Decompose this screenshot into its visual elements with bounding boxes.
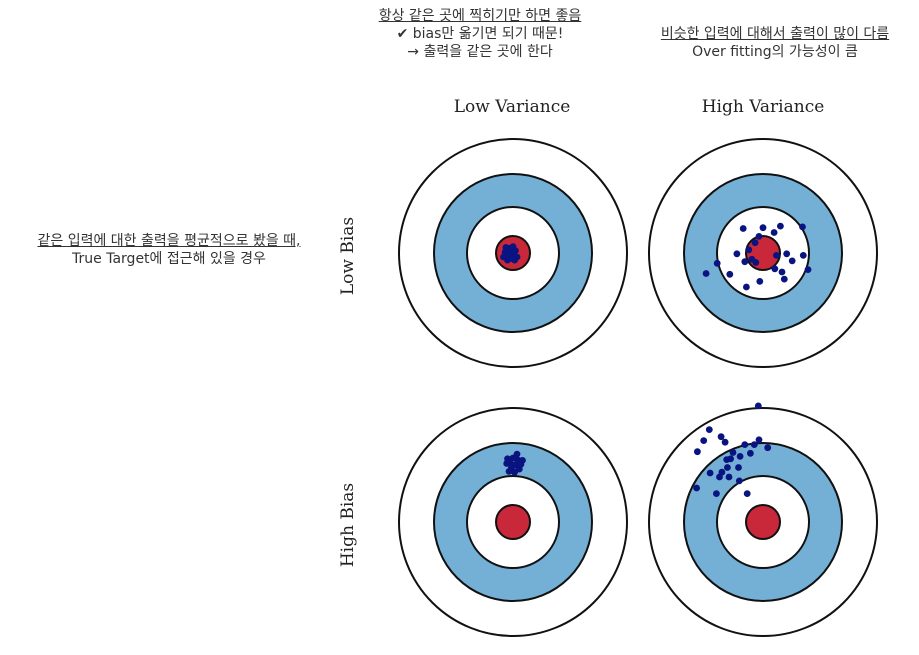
annotation-line: ✔ bias만 옮기면 되기 때문! <box>340 25 620 43</box>
shot-point <box>735 464 742 471</box>
shot-point <box>780 275 788 283</box>
shot-point <box>747 449 754 457</box>
annotation-text: 같은 입력에 대한 출력을 평균적으로 봤을 때, <box>37 233 301 249</box>
col-title-low-variance: Low Variance <box>453 97 571 117</box>
shot-point <box>511 468 518 476</box>
annotation-text: → 출력을 같은 곳에 한다 <box>407 44 553 60</box>
shot-point <box>778 268 786 276</box>
shot-point <box>751 239 759 247</box>
target-high-bias-low-variance <box>398 407 628 637</box>
shot-point <box>505 468 513 475</box>
shot-point <box>716 473 723 481</box>
shot-point <box>706 469 714 477</box>
annotation-text: Over fitting의 가능성이 큼 <box>692 44 858 60</box>
left-annotation: 같은 입력에 대한 출력을 평균적으로 봤을 때, True Target에 접… <box>14 232 324 268</box>
shot-point <box>717 433 725 441</box>
shot-point <box>509 461 517 469</box>
shot-point <box>700 437 708 444</box>
shot-point <box>735 477 743 485</box>
shot-point <box>693 484 700 492</box>
shot-point <box>788 257 796 265</box>
top-right-annotation: 비슷한 입력에 대해서 출력이 많이 다름 Over fitting의 가능성이… <box>630 25 919 61</box>
annotation-text: 항상 같은 곳에 찍히기만 하면 좋음 <box>378 8 582 24</box>
shot-point <box>777 222 784 230</box>
shot-point <box>799 252 807 259</box>
top-center-annotation: 항상 같은 곳에 찍히기만 하면 좋음 ✔ bias만 옮기면 되기 때문! →… <box>340 7 620 61</box>
target-low-bias-low-variance <box>398 138 628 368</box>
shot-point <box>739 225 747 232</box>
shot-point <box>502 244 510 251</box>
shot-point <box>713 490 720 497</box>
shot-point <box>756 278 764 285</box>
shot-point <box>507 248 514 255</box>
shot-point <box>759 224 767 232</box>
shot-point <box>694 448 701 456</box>
shot-point <box>736 453 744 460</box>
shot-point <box>733 250 741 258</box>
shot-point <box>783 250 791 258</box>
shot-point <box>512 455 520 463</box>
shot-point <box>511 256 518 264</box>
col-title-high-variance: High Variance <box>701 97 825 117</box>
annotation-text: bias만 옮기면 되기 때문! <box>412 26 564 42</box>
target-high-bias-high-variance <box>648 402 878 637</box>
shot-point <box>804 266 812 273</box>
shot-point <box>500 253 507 261</box>
shot-point <box>745 246 753 254</box>
shot-point <box>702 270 710 277</box>
annotation-text: True Target에 접근해 있을 경우 <box>72 251 266 267</box>
shot-point <box>741 441 749 448</box>
shot-point <box>741 258 749 266</box>
shot-point <box>729 449 737 456</box>
row-title-low-bias: Low Bias <box>338 216 358 296</box>
shot-point <box>726 270 734 278</box>
shot-point <box>721 438 729 446</box>
shot-point <box>799 223 806 231</box>
shot-point <box>713 259 721 267</box>
shot-point <box>743 283 750 291</box>
shot-point <box>754 402 762 410</box>
shot-point <box>519 457 526 464</box>
shot-point <box>727 455 734 463</box>
shot-point <box>764 444 772 452</box>
shot-point <box>750 441 758 448</box>
shot-point <box>725 473 733 481</box>
target-low-bias-high-variance <box>648 138 878 368</box>
bullseye <box>745 504 781 540</box>
shot-point <box>724 464 731 471</box>
shot-point <box>755 436 763 444</box>
shot-point <box>771 265 779 273</box>
shot-point <box>743 490 751 497</box>
shot-point <box>503 460 511 467</box>
shot-point <box>705 426 713 433</box>
shot-point <box>773 252 780 259</box>
check-icon: ✔ <box>396 26 409 42</box>
shot-point <box>755 233 763 240</box>
annotation-text: 비슷한 입력에 대해서 출력이 많이 다름 <box>660 26 890 42</box>
shot-point <box>770 229 778 236</box>
bullseye <box>495 504 531 540</box>
shot-point <box>748 255 756 263</box>
row-title-high-bias: High Bias <box>338 482 358 568</box>
